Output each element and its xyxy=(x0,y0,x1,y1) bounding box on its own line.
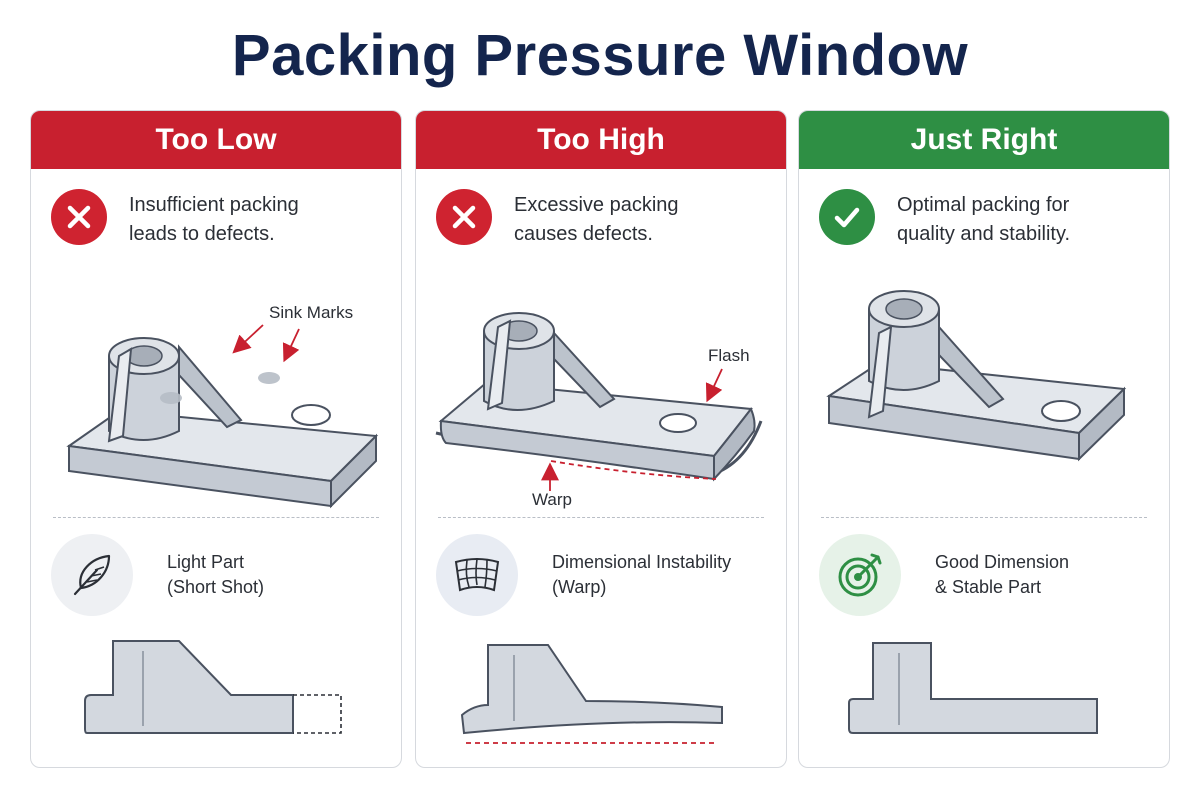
outcome-text: Dimensional Instability (Warp) xyxy=(552,552,732,597)
section-divider xyxy=(53,517,379,518)
card-header: Too Low xyxy=(31,111,401,169)
section-divider xyxy=(438,517,764,518)
card-summary: Insufficient packing leads to defects. xyxy=(51,189,387,259)
card-header: Too High xyxy=(416,111,786,169)
card-header: Just Right xyxy=(799,111,1169,169)
callout-label: Flash xyxy=(708,346,750,365)
x-circle-icon xyxy=(436,189,492,245)
profile-good xyxy=(848,642,1098,734)
callout-label: Warp xyxy=(532,490,572,509)
part-illustration-short-shot: Sink Marks xyxy=(66,303,379,509)
outcome-text: Light Part (Short Shot) xyxy=(167,552,265,597)
card-summary: Optimal packing for quality and stabilit… xyxy=(819,189,1155,259)
card-summary: Excessive packing causes defects. xyxy=(436,189,772,259)
profile-short-shot xyxy=(84,640,342,734)
feather-icon xyxy=(51,534,133,616)
summary-text: Optimal packing for quality and stabilit… xyxy=(897,194,1071,245)
section-divider xyxy=(821,517,1147,518)
summary-text: Insufficient packing leads to defects. xyxy=(129,194,299,245)
profile-warp xyxy=(460,644,723,744)
card-too-high: Too High Excessive packing causes defect… xyxy=(415,110,787,768)
part-illustration-good xyxy=(826,290,1127,462)
callout-label: Sink Marks xyxy=(269,303,353,322)
outcome: Light Part (Short Shot) xyxy=(51,534,387,616)
card-too-low: Too Low Insufficient packing leads to de… xyxy=(30,110,402,768)
outcome: Good Dimension & Stable Part xyxy=(819,534,1155,616)
card-just-right: Just Right Optimal packing for quality a… xyxy=(798,110,1170,768)
page-title: Packing Pressure Window xyxy=(231,23,969,88)
warped-grid-icon xyxy=(436,534,518,616)
part-illustration-flash-warp: Flash Warp xyxy=(435,312,763,509)
target-icon xyxy=(819,534,901,616)
summary-text: Excessive packing causes defects. xyxy=(514,194,679,245)
check-circle-icon xyxy=(819,189,875,245)
outcome-text: Good Dimension & Stable Part xyxy=(935,552,1070,597)
outcome: Dimensional Instability (Warp) xyxy=(436,534,772,616)
x-circle-icon xyxy=(51,189,107,245)
